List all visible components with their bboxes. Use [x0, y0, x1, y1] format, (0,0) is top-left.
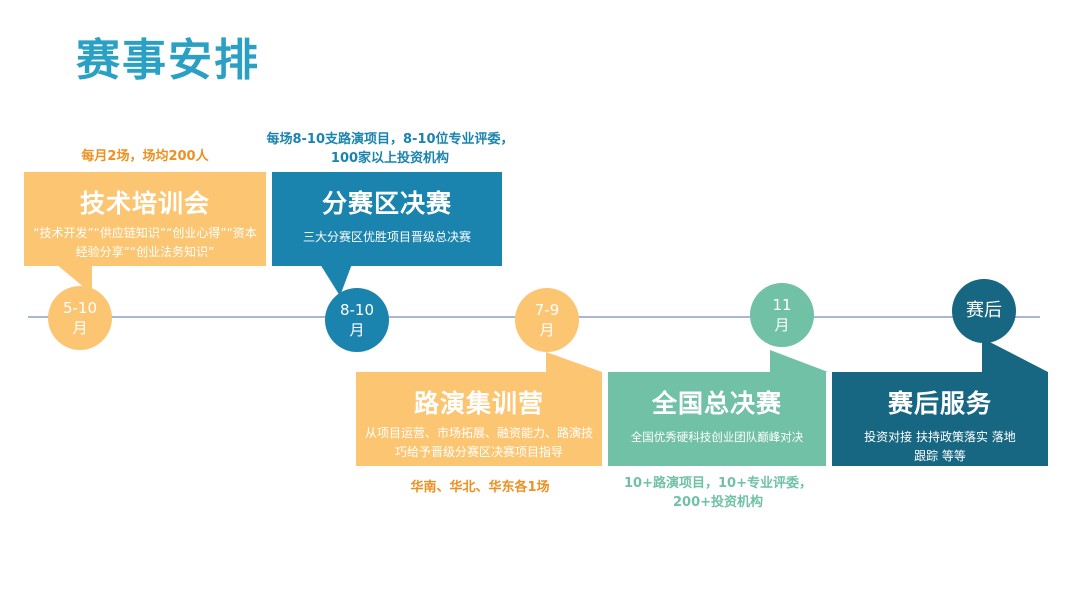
- stage-after-service-desc: 投资对接 扶持政策落实 落地跟踪 等等: [864, 430, 1016, 463]
- stage-national-final-desc: 全国优秀硬科技创业团队巅峰对决: [630, 430, 804, 444]
- timeline-node-3-unit: 月: [539, 321, 555, 339]
- stage-training-note: 每月2场，场均200人: [40, 147, 250, 166]
- stage-bootcamp-note: 华南、华北、华东各1场: [370, 478, 590, 497]
- stage-training-box: 技术培训会 “技术开发”“供应链知识”“创业心得”“资本经验分享”“创业法务知识…: [24, 172, 266, 266]
- timeline-node-2-unit: 月: [349, 321, 365, 339]
- timeline-node-2-range: 8-10: [339, 301, 375, 319]
- timeline-node-5-label: 赛后: [966, 300, 1002, 321]
- timeline-node-4: 11 月: [750, 283, 814, 347]
- timeline-node-3: 7-9 月: [515, 288, 579, 352]
- stage-division-final-desc: 三大分赛区优胜项目晋级总决赛: [302, 230, 471, 244]
- stage-training-heading: 技术培训会: [79, 189, 210, 218]
- stage-national-final-note: 10+路演项目，10+专业评委， 200+投资机构: [600, 474, 836, 512]
- timeline-node-5: 赛后: [952, 279, 1016, 343]
- stage-division-final-box: 分赛区决赛 三大分赛区优胜项目晋级总决赛: [272, 172, 502, 266]
- timeline-node-1-range: 5-10: [62, 299, 98, 317]
- pointer-bootcamp: [546, 352, 602, 372]
- timeline-node-2: 8-10 月: [325, 288, 389, 352]
- stage-bootcamp-box: 路演集训营 从项目运营、市场拓展、融资能力、路演技巧给予晋级分赛区决赛项目指导: [356, 372, 602, 466]
- timeline-node-1-unit: 月: [72, 319, 88, 337]
- stage-division-final-note-line2: 100家以上投资机构: [330, 151, 450, 166]
- stage-division-final-note: 每场8-10支路演项目，8-10位专业评委， 100家以上投资机构: [240, 130, 540, 168]
- stage-national-final-box: 全国总决赛 全国优秀硬科技创业团队巅峰对决: [608, 372, 826, 466]
- stage-bootcamp-note-line1: 华南、华北、华东各1场: [410, 480, 550, 495]
- stage-after-service-box: 赛后服务 投资对接 扶持政策落实 落地跟踪 等等: [832, 372, 1048, 466]
- pointer-division-final: [320, 264, 352, 296]
- stage-bootcamp-desc: 从项目运营、市场拓展、融资能力、路演技巧给予晋级分赛区决赛项目指导: [364, 426, 593, 459]
- stage-division-final-heading: 分赛区决赛: [321, 189, 452, 218]
- stage-after-service-heading: 赛后服务: [887, 389, 992, 418]
- pointer-after-service: [982, 338, 1048, 372]
- page-title: 赛事安排: [76, 35, 260, 86]
- stage-national-final-heading: 全国总决赛: [651, 389, 782, 418]
- stage-bootcamp-heading: 路演集训营: [413, 389, 544, 418]
- stage-division-final-note-line1: 每场8-10支路演项目，8-10位专业评委，: [266, 132, 514, 147]
- timeline-node-1: 5-10 月: [48, 286, 112, 350]
- stage-training-desc: “技术开发”“供应链知识”“创业心得”“资本经验分享”“创业法务知识”: [33, 226, 257, 259]
- stage-national-final-note-line1: 10+路演项目，10+专业评委，: [624, 476, 812, 491]
- stage-national-final-note-line2: 200+投资机构: [672, 495, 764, 510]
- timeline-node-3-range: 7-9: [534, 301, 560, 319]
- stage-training-note-line1: 每月2场，场均200人: [81, 149, 209, 164]
- pointer-national-final: [770, 350, 828, 372]
- timeline-node-4-unit: 月: [774, 316, 790, 334]
- timeline-node-4-range: 11: [772, 296, 792, 314]
